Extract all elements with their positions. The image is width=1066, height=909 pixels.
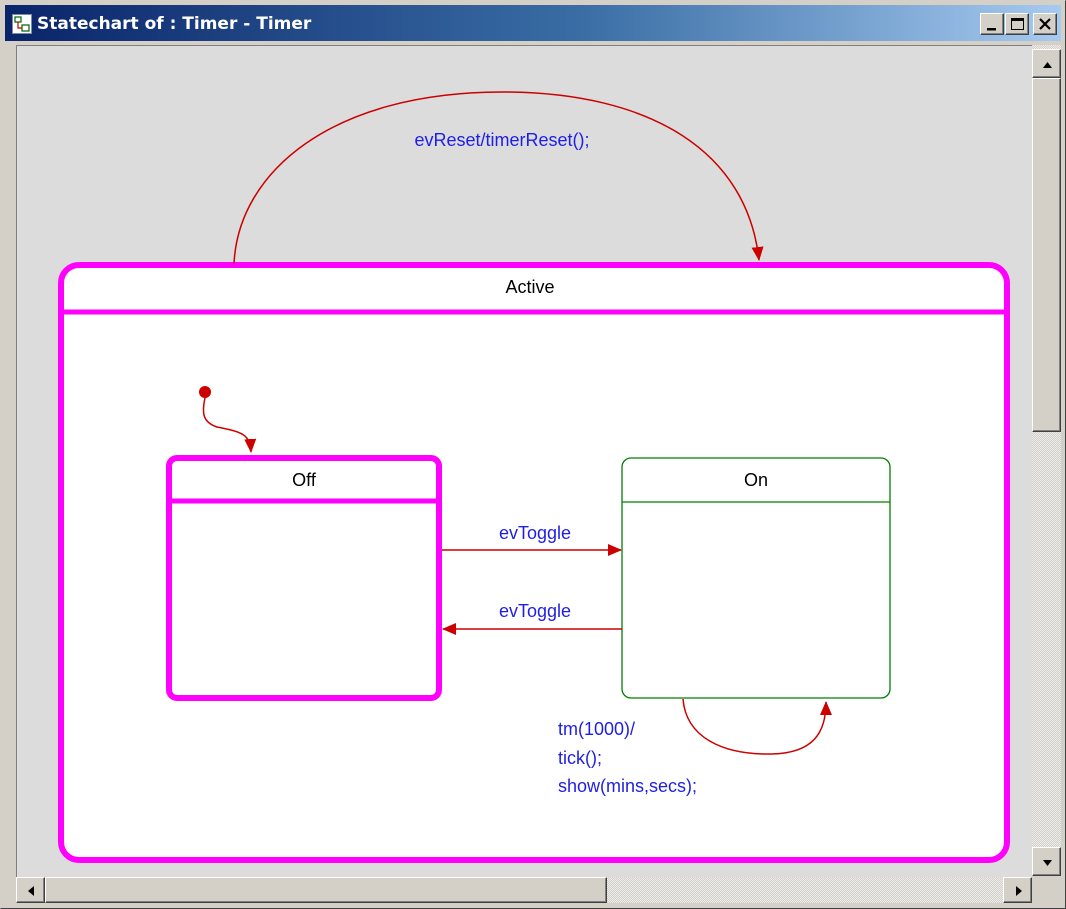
tick-self-transition-label: tm(1000)/ tick(); show(mins,secs); [558, 719, 697, 796]
scroll-up-button[interactable] [1032, 49, 1061, 78]
vertical-scroll-thumb[interactable] [1032, 78, 1061, 432]
tick-self-transition[interactable]: tm(1000)/ tick(); show(mins,secs); [558, 698, 832, 796]
close-button[interactable] [1033, 13, 1057, 35]
off-state-name: Off [292, 470, 317, 490]
tick-label-line-3: show(mins,secs); [558, 776, 697, 796]
scroll-right-button[interactable] [1003, 877, 1032, 903]
close-icon [1039, 18, 1051, 30]
tick-label-line-2: tick(); [558, 748, 602, 768]
window-title: Statechart of : Timer - Timer [37, 14, 312, 34]
horizontal-scrollbar[interactable] [16, 877, 1032, 903]
statechart-icon [12, 14, 32, 34]
toggle-on-to-off-transition[interactable]: evToggle [442, 601, 622, 635]
scroll-left-button[interactable] [16, 877, 45, 903]
scroll-down-button[interactable] [1032, 847, 1061, 876]
toggle-off-to-on-label: evToggle [499, 523, 571, 543]
active-state-name: Active [505, 277, 554, 297]
horizontal-scroll-thumb[interactable] [45, 877, 607, 903]
on-state-name: On [744, 470, 768, 490]
maximize-button[interactable] [1005, 13, 1029, 35]
initial-transition[interactable] [199, 386, 257, 453]
diagram-canvas[interactable]: Active evReset/timerReset(); Off [16, 45, 1032, 877]
reset-transition-label: evReset/timerReset(); [414, 130, 589, 150]
initial-state-dot [199, 386, 211, 398]
maximize-icon [1011, 18, 1024, 30]
arrow-left-icon [28, 886, 34, 896]
off-state[interactable]: Off [166, 455, 442, 701]
on-state[interactable]: On [621, 457, 891, 699]
statechart-diagram: Active evReset/timerReset(); Off [58, 91, 1010, 863]
arrow-right-icon [1016, 886, 1022, 896]
arrow-down-icon [1043, 860, 1052, 866]
reset-transition[interactable]: evReset/timerReset(); [233, 91, 764, 265]
minimize-button[interactable] [980, 13, 1004, 35]
scrollbar-corner [1032, 877, 1061, 903]
title-bar[interactable]: Statechart of : Timer - Timer [5, 5, 1061, 41]
tick-label-line-1: tm(1000)/ [558, 719, 635, 739]
toggle-off-to-on-transition[interactable]: evToggle [442, 523, 622, 556]
toggle-on-to-off-label: evToggle [499, 601, 571, 621]
active-state[interactable]: Active [58, 262, 1010, 863]
arrow-up-icon [1043, 62, 1052, 68]
minimize-icon [987, 28, 996, 31]
vertical-scrollbar[interactable] [1032, 45, 1061, 876]
